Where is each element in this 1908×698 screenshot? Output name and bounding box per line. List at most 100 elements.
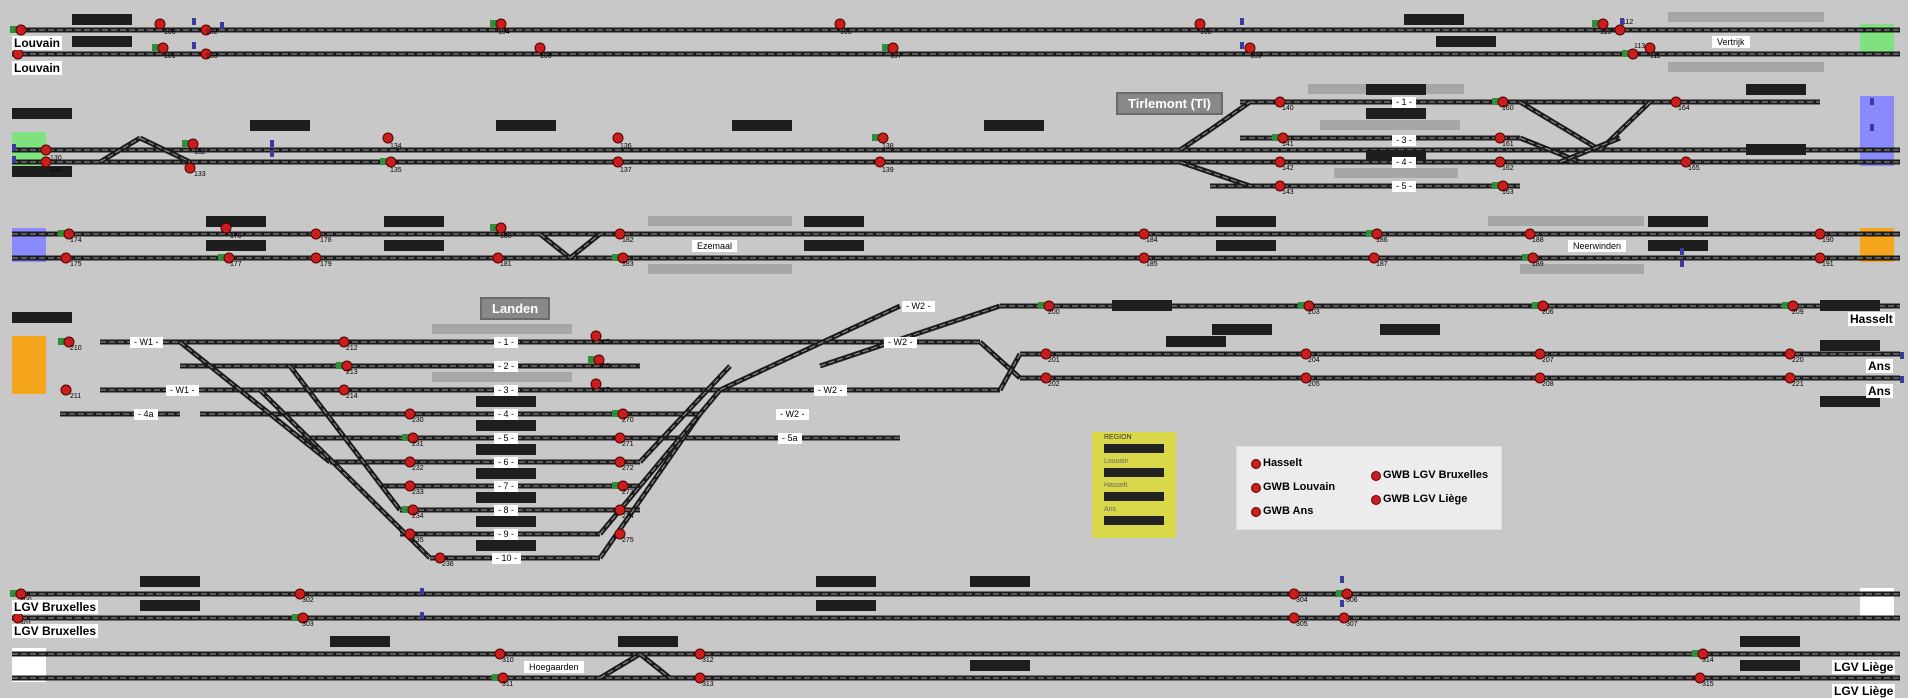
signal-icon-77[interactable] <box>1040 372 1052 384</box>
signal-icon-54[interactable] <box>63 336 75 348</box>
track-circuit-block-4[interactable] <box>12 108 72 119</box>
signal-icon-50[interactable] <box>1524 228 1536 240</box>
exit-orange-west[interactable] <box>12 336 46 394</box>
track-circuit-block-14[interactable] <box>12 166 72 177</box>
signal-icon-1[interactable] <box>12 48 24 60</box>
signal-icon-22[interactable] <box>612 132 624 144</box>
signal-icon-52[interactable] <box>1814 228 1826 240</box>
signal-icon-48[interactable] <box>1371 228 1383 240</box>
track-circuit-block-10[interactable] <box>1366 108 1426 119</box>
signal-icon-0[interactable] <box>15 24 27 36</box>
track-circuit-block-6[interactable] <box>496 120 556 131</box>
signal-icon-30[interactable] <box>1497 96 1509 108</box>
signal-icon-17[interactable] <box>40 156 52 168</box>
signal-icon-93[interactable] <box>1341 588 1353 600</box>
signal-icon-38[interactable] <box>220 222 232 234</box>
signal-icon-84[interactable] <box>1787 300 1799 312</box>
signal-icon-34[interactable] <box>1670 96 1682 108</box>
hasselt-gwb-icon[interactable] <box>1251 459 1261 469</box>
track-circuit-block-34[interactable] <box>476 420 536 431</box>
signal-icon-72[interactable] <box>617 480 629 492</box>
signal-icon-28[interactable] <box>1274 156 1286 168</box>
track-circuit-block-20[interactable] <box>206 240 266 251</box>
signal-icon-79[interactable] <box>1300 348 1312 360</box>
signal-icon-9[interactable] <box>887 42 899 54</box>
signal-icon-33[interactable] <box>1497 180 1509 192</box>
signal-icon-94[interactable] <box>1338 612 1350 624</box>
track-circuit-block-16[interactable] <box>384 216 444 227</box>
track-circuit-block-37[interactable] <box>476 492 536 503</box>
signal-icon-15[interactable] <box>1627 48 1639 60</box>
signal-icon-90[interactable] <box>297 612 309 624</box>
track-la-fan-9[interactable] <box>978 340 1022 380</box>
signal-icon-27[interactable] <box>1277 132 1289 144</box>
signal-icon-91[interactable] <box>1288 588 1300 600</box>
lgv-liege-gwb-icon[interactable] <box>1371 495 1381 505</box>
signal-icon-56[interactable] <box>338 336 350 348</box>
signal-icon-2[interactable] <box>154 18 166 30</box>
signal-icon-53[interactable] <box>1814 252 1826 264</box>
track-circuit-block-36[interactable] <box>476 468 536 479</box>
track-circuit-block-31[interactable] <box>1820 396 1880 407</box>
signal-icon-100[interactable] <box>1694 672 1706 684</box>
signal-icon-83[interactable] <box>1534 372 1546 384</box>
signal-icon-92[interactable] <box>1288 612 1300 624</box>
track-circuit-block-27[interactable] <box>1212 324 1272 335</box>
signal-icon-95[interactable] <box>494 648 506 660</box>
signal-icon-76[interactable] <box>1040 348 1052 360</box>
signal-icon-35[interactable] <box>1680 156 1692 168</box>
track-circuit-block-33[interactable] <box>476 396 536 407</box>
track-circuit-block-1[interactable] <box>72 36 132 47</box>
signal-icon-40[interactable] <box>310 228 322 240</box>
signal-icon-21[interactable] <box>385 156 397 168</box>
signal-icon-13[interactable] <box>1644 42 1656 54</box>
signal-icon-18[interactable] <box>187 138 199 150</box>
signal-icon-98[interactable] <box>694 672 706 684</box>
signal-icon-68[interactable] <box>434 552 446 564</box>
track-circuit-block-41[interactable] <box>816 576 876 587</box>
signal-icon-20[interactable] <box>382 132 394 144</box>
track-circuit-block-23[interactable] <box>1216 240 1276 251</box>
signal-icon-74[interactable] <box>614 528 626 540</box>
track-circuit-block-17[interactable] <box>804 216 864 227</box>
signal-icon-62[interactable] <box>404 408 416 420</box>
lgv-bruxelles-gwb-icon[interactable] <box>1371 471 1381 481</box>
signal-icon-55[interactable] <box>60 384 72 396</box>
signal-icon-89[interactable] <box>294 588 306 600</box>
signal-icon-70[interactable] <box>614 432 626 444</box>
track-circuit-block-2[interactable] <box>1404 14 1464 25</box>
signal-icon-37[interactable] <box>60 252 72 264</box>
signal-icon-78[interactable] <box>1303 300 1315 312</box>
signal-icon-82[interactable] <box>1534 348 1546 360</box>
track-circuit-block-26[interactable] <box>1112 300 1172 311</box>
ans-gwb-icon[interactable] <box>1251 507 1261 517</box>
track-circuit-block-35[interactable] <box>476 444 536 455</box>
track-circuit-block-44[interactable] <box>970 576 1030 587</box>
signal-icon-32[interactable] <box>1494 156 1506 168</box>
signal-icon-45[interactable] <box>617 252 629 264</box>
signal-icon-49[interactable] <box>1368 252 1380 264</box>
track-circuit-block-8[interactable] <box>984 120 1044 131</box>
signal-icon-3[interactable] <box>157 42 169 54</box>
signal-icon-6[interactable] <box>495 18 507 30</box>
track-circuit-block-18[interactable] <box>1216 216 1276 227</box>
track-circuit-block-30[interactable] <box>1820 340 1880 351</box>
signal-icon-5[interactable] <box>200 48 212 60</box>
signal-icon-44[interactable] <box>614 228 626 240</box>
track-circuit-block-29[interactable] <box>1820 300 1880 311</box>
louvain-gwb-icon[interactable] <box>1251 483 1261 493</box>
signal-icon-96[interactable] <box>497 672 509 684</box>
track-circuit-block-15[interactable] <box>206 216 266 227</box>
signal-icon-63[interactable] <box>407 432 419 444</box>
signal-icon-59[interactable] <box>590 330 602 342</box>
signal-icon-7[interactable] <box>534 42 546 54</box>
track-circuit-block-47[interactable] <box>970 660 1030 671</box>
signal-icon-67[interactable] <box>404 528 416 540</box>
track-circuit-block-49[interactable] <box>1740 660 1800 671</box>
signal-icon-8[interactable] <box>834 18 846 30</box>
signal-icon-42[interactable] <box>495 222 507 234</box>
region-bar-hasselt[interactable] <box>1104 492 1164 501</box>
signal-icon-97[interactable] <box>694 648 706 660</box>
track-circuit-block-48[interactable] <box>1740 636 1800 647</box>
track-circuit-block-0[interactable] <box>72 14 132 25</box>
